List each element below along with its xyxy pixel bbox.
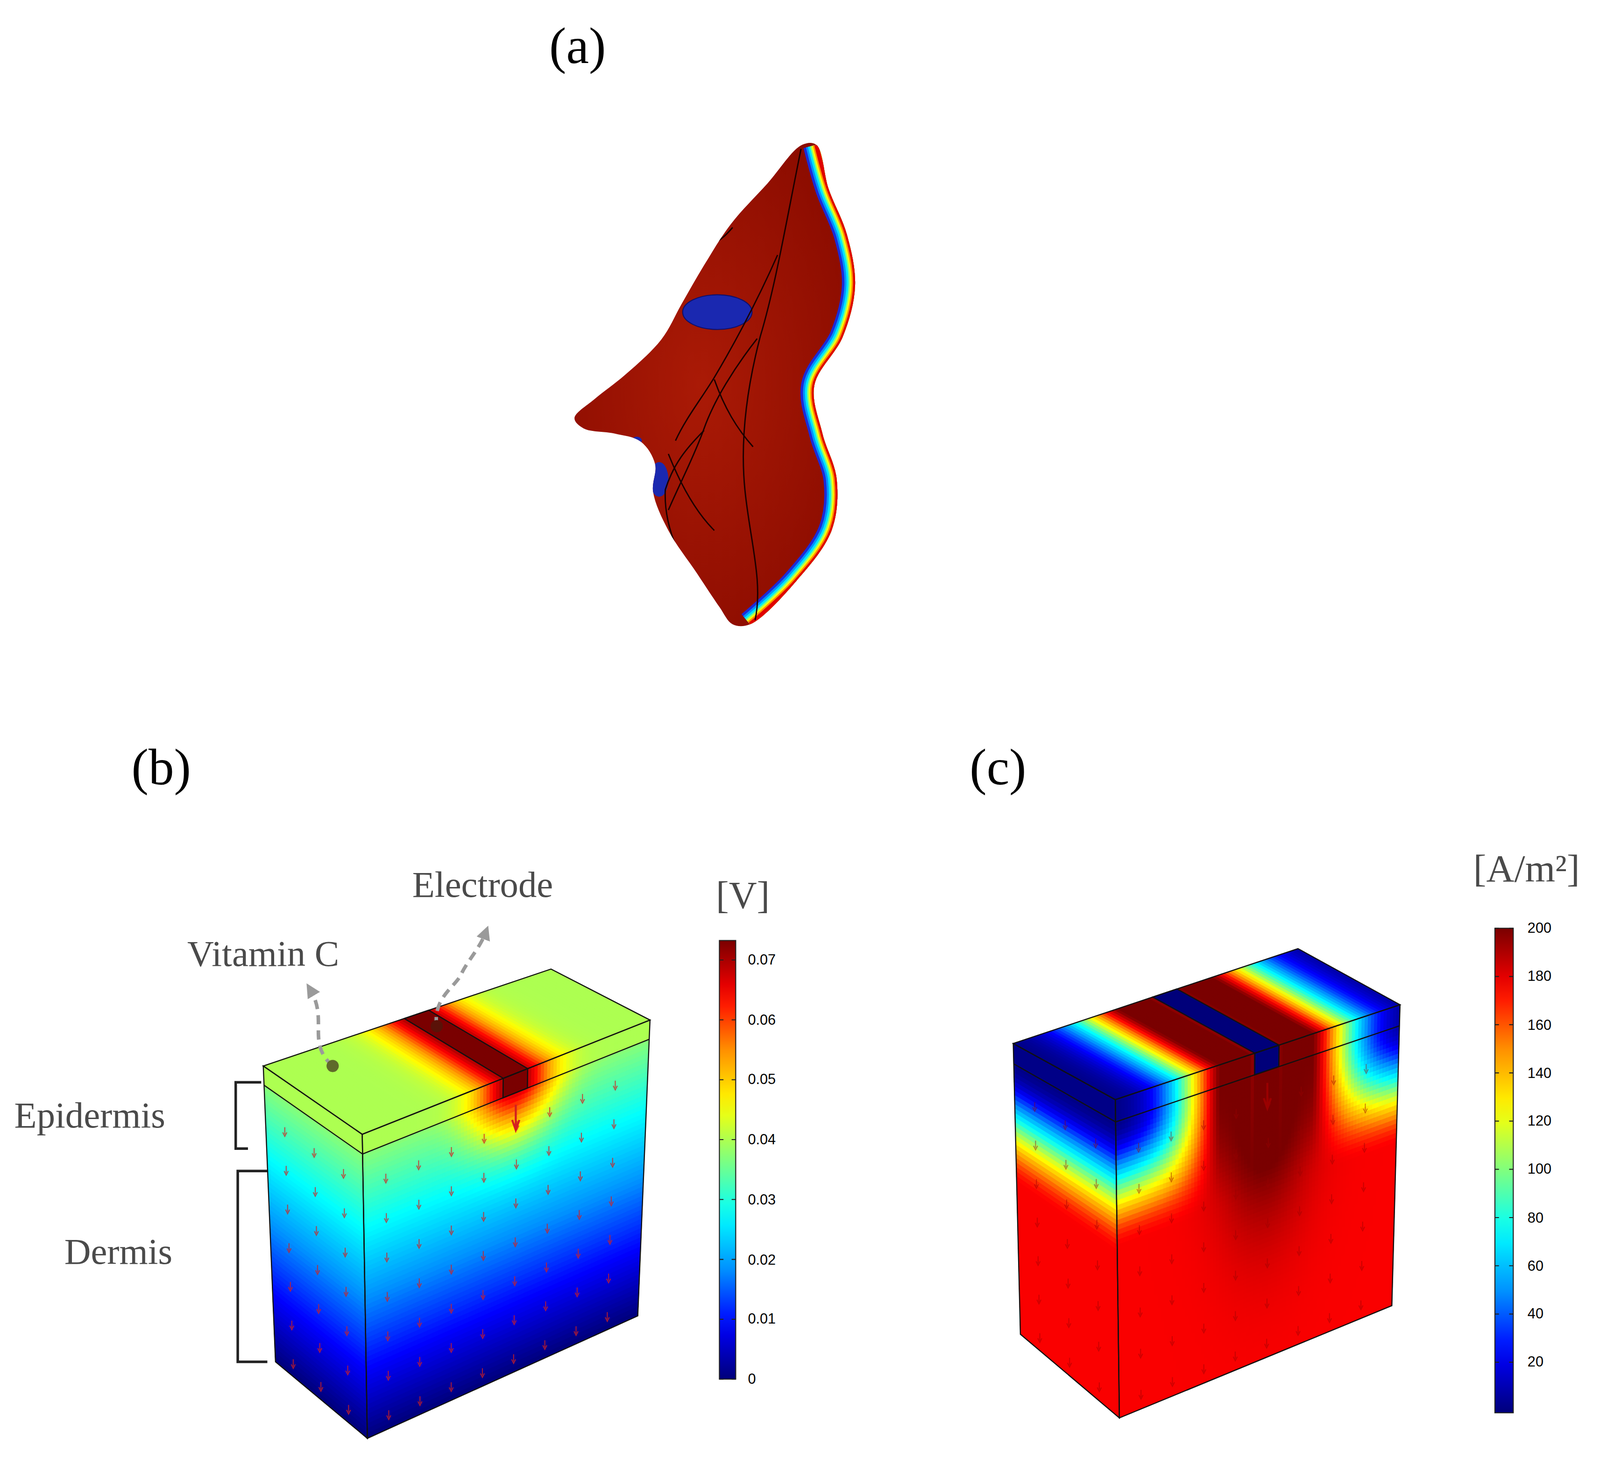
figure-stage: (a)(b)(c)ElectrodeVitamin C[V]0.070.060.… xyxy=(0,0,1600,1458)
